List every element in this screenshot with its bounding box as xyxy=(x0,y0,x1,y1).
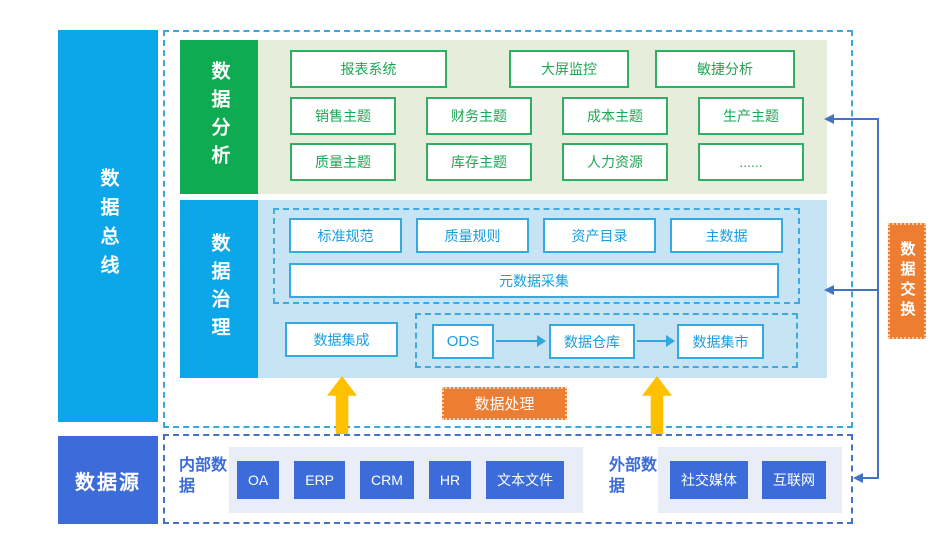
data-source-bar: 数据源 xyxy=(58,436,158,524)
analysis-section-label: 数据分析 xyxy=(180,40,258,194)
analysis-box-sales-theme: 销售主题 xyxy=(290,97,396,135)
analysis-box-agile-analysis: 敏捷分析 xyxy=(655,50,795,88)
source-box-oa: OA xyxy=(237,461,280,499)
data-source-region: 内部数据 OA ERP CRM HR 文本文件 外部数据 社交媒体 互联网 xyxy=(163,434,853,524)
analysis-box-ellipsis: ...... xyxy=(698,143,804,181)
governance-section-label: 数据治理 xyxy=(180,200,258,378)
analysis-box-cost-theme: 成本主题 xyxy=(562,97,668,135)
analysis-row-apps: 报表系统 大屏监控 敏捷分析 xyxy=(290,50,795,88)
source-box-text-files: 文本文件 xyxy=(486,461,565,499)
pipeline-arrow-line-1 xyxy=(496,340,537,342)
connector-line-to-analysis xyxy=(834,118,879,120)
platform-region-border xyxy=(163,30,853,428)
analysis-row-themes-2: 质量主题 库存主题 人力资源 ...... xyxy=(290,143,804,181)
pipeline-arrowhead-icon-1 xyxy=(537,335,546,347)
analysis-box-report-system: 报表系统 xyxy=(290,50,447,88)
source-box-social-media: 社交媒体 xyxy=(670,461,748,499)
governance-assets-border: 标准规范 质量规则 资产目录 主数据 元数据采集 xyxy=(273,208,800,304)
connector-vertical-line xyxy=(877,118,879,479)
governance-box-master-data: 主数据 xyxy=(670,218,783,253)
analysis-box-hr-theme: 人力资源 xyxy=(562,143,668,181)
analysis-box-finance-theme: 财务主题 xyxy=(426,97,532,135)
pipeline-box-data-mart: 数据集市 xyxy=(677,324,764,359)
connector-arrowhead-icon-analysis xyxy=(824,114,834,124)
source-box-crm: CRM xyxy=(360,461,414,499)
data-bus-bar: 数据总线 xyxy=(58,30,158,422)
external-data-panel: 社交媒体 互联网 xyxy=(658,447,842,513)
governance-box-asset-catalog: 资产目录 xyxy=(543,218,656,253)
connector-arrowhead-icon-governance xyxy=(824,285,834,295)
governance-panel: 标准规范 质量规则 资产目录 主数据 元数据采集 数据集成 ODS 数据仓库 数… xyxy=(258,200,827,378)
governance-box-metadata-collection: 元数据采集 xyxy=(289,263,779,298)
external-data-label: 外部数据 xyxy=(609,457,658,495)
analysis-box-screen-monitor: 大屏监控 xyxy=(509,50,629,88)
data-exchange-label: 数据交换 xyxy=(898,241,916,321)
governance-box-quality-rules: 质量规则 xyxy=(416,218,529,253)
governance-assets-row: 标准规范 质量规则 资产目录 主数据 xyxy=(289,218,783,253)
source-box-hr: HR xyxy=(428,461,472,499)
pipeline-arrowhead-icon-2 xyxy=(666,335,675,347)
data-exchange-box: 数据交换 xyxy=(888,223,926,339)
pipeline-box-ods: ODS xyxy=(432,324,494,359)
governance-box-standards: 标准规范 xyxy=(289,218,402,253)
connector-arrowhead-icon-source xyxy=(853,473,863,483)
analysis-panel: 报表系统 大屏监控 敏捷分析 销售主题 财务主题 成本主题 生产主题 质量主题 … xyxy=(258,40,827,194)
analysis-box-quality-theme: 质量主题 xyxy=(290,143,396,181)
internal-data-label: 内部数据 xyxy=(179,457,228,495)
internal-data-panel: OA ERP CRM HR 文本文件 xyxy=(229,447,583,513)
connector-line-to-source xyxy=(862,477,879,479)
analysis-box-inventory-theme: 库存主题 xyxy=(426,143,532,181)
pipeline-arrow-line-2 xyxy=(637,340,666,342)
connector-line-to-governance xyxy=(834,289,879,291)
governance-pipeline-border: ODS 数据仓库 数据集市 xyxy=(415,313,798,368)
data-processing-box: 数据处理 xyxy=(442,387,567,420)
source-box-internet: 互联网 xyxy=(762,461,826,499)
data-bus-label: 数据总线 xyxy=(97,168,119,284)
analysis-row-themes-1: 销售主题 财务主题 成本主题 生产主题 xyxy=(290,97,804,135)
analysis-box-production-theme: 生产主题 xyxy=(698,97,804,135)
pipeline-box-data-warehouse: 数据仓库 xyxy=(549,324,635,359)
governance-box-data-integration: 数据集成 xyxy=(285,322,398,357)
source-box-erp: ERP xyxy=(294,461,346,499)
